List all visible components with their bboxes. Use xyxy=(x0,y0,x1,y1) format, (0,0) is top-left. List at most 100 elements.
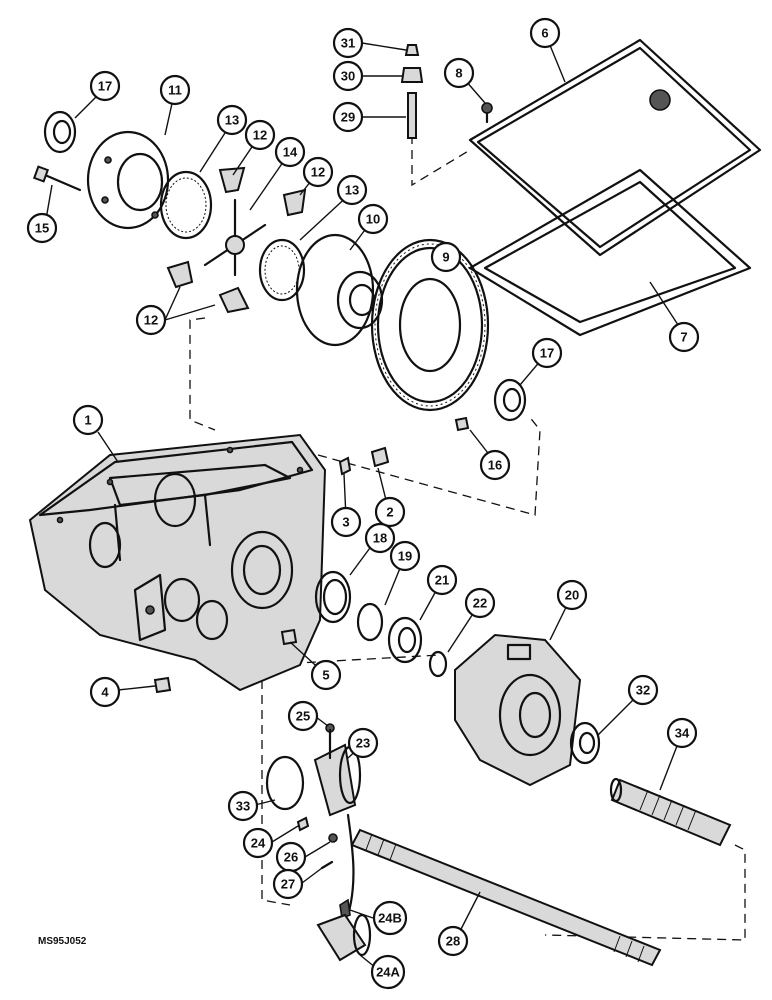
callout-13b: 13 xyxy=(336,174,368,206)
callout-label: 19 xyxy=(398,549,412,564)
bearing-race xyxy=(314,570,352,624)
ring-gear xyxy=(370,238,490,412)
transmission-housing xyxy=(28,433,327,692)
callout-label: 24B xyxy=(378,911,402,926)
callout-label: 1 xyxy=(84,413,91,428)
callout-2: 2 xyxy=(374,496,406,528)
callout-28: 28 xyxy=(437,925,469,957)
drain-plugs xyxy=(153,628,298,694)
callout-label: 34 xyxy=(675,726,690,741)
callout-8: 8 xyxy=(443,57,475,89)
callout-12b: 12 xyxy=(302,156,334,188)
callout-7: 7 xyxy=(668,321,700,353)
callout-label: 32 xyxy=(636,683,650,698)
small-fasteners xyxy=(296,816,338,870)
callout-label: 13 xyxy=(225,113,239,128)
callout-12c: 12 xyxy=(135,304,167,336)
retaining-ring xyxy=(265,755,305,811)
callout-17b: 17 xyxy=(531,337,563,369)
callout-label: 6 xyxy=(541,26,548,41)
callout-label: 4 xyxy=(101,685,109,700)
callout-label: 12 xyxy=(311,165,325,180)
coupler-sleeve-alt xyxy=(316,913,372,962)
callout-31: 31 xyxy=(332,27,364,59)
callout-label: 16 xyxy=(488,458,502,473)
callout-label: 24 xyxy=(251,836,266,851)
callout-label: 27 xyxy=(281,877,295,892)
callout-label: 30 xyxy=(341,69,355,84)
callout-label: 17 xyxy=(98,79,112,94)
callout-label: 20 xyxy=(565,588,579,603)
callout-12a: 12 xyxy=(244,119,276,151)
callout-15: 15 xyxy=(26,212,58,244)
callout-34: 34 xyxy=(666,717,698,749)
callout-label: 26 xyxy=(284,850,298,865)
axle-shaft xyxy=(609,777,732,847)
callout-21: 21 xyxy=(426,564,458,596)
bearing-left xyxy=(43,110,77,154)
gasket xyxy=(468,168,752,337)
callout-label: 9 xyxy=(442,250,449,265)
callout-label: 11 xyxy=(168,83,182,98)
callout-30: 30 xyxy=(332,60,364,92)
callout-label: 33 xyxy=(236,799,250,814)
callout-label: 7 xyxy=(680,330,687,345)
callout-27: 27 xyxy=(272,868,304,900)
callout-label: 23 xyxy=(356,736,370,751)
callout-label: 12 xyxy=(144,313,158,328)
callout-4: 4 xyxy=(89,676,121,708)
callout-14: 14 xyxy=(274,136,306,168)
nut xyxy=(454,416,470,432)
callout-label: 10 xyxy=(366,212,380,227)
callout-20: 20 xyxy=(556,579,588,611)
callout-label: 2 xyxy=(386,505,393,520)
assembly-guide-lines xyxy=(189,135,746,941)
callout-24a: 24A xyxy=(370,954,406,990)
spider-cross xyxy=(203,198,267,277)
coupler-sleeve xyxy=(313,743,362,817)
callout-label: 28 xyxy=(446,934,460,949)
differential-case xyxy=(295,233,384,347)
callout-1: 1 xyxy=(72,404,104,436)
callout-25: 25 xyxy=(287,700,319,732)
snap-ring xyxy=(356,602,384,642)
drawing-code: MS95J052 xyxy=(38,936,87,947)
callout-label: 13 xyxy=(345,183,359,198)
callout-18: 18 xyxy=(364,522,396,554)
callout-label: 3 xyxy=(342,515,349,530)
cover-screw xyxy=(481,102,493,124)
callout-10: 10 xyxy=(357,203,389,235)
callout-17a: 17 xyxy=(89,70,121,102)
callout-6: 6 xyxy=(529,17,561,49)
callout-16: 16 xyxy=(479,449,511,481)
oil-seal xyxy=(569,721,601,765)
callout-24: 24 xyxy=(242,827,274,859)
callout-label: 29 xyxy=(341,110,355,125)
callout-5: 5 xyxy=(310,659,342,691)
bearing-right xyxy=(493,378,527,422)
callout-label: 22 xyxy=(473,596,487,611)
callout-33: 33 xyxy=(227,790,259,822)
callout-26: 26 xyxy=(275,841,307,873)
stud-nut-plug xyxy=(400,44,424,139)
callout-24b: 24B xyxy=(372,900,408,936)
housing-bolt-nut xyxy=(338,446,390,476)
callout-32: 32 xyxy=(627,674,659,706)
callout-19: 19 xyxy=(389,540,421,572)
callout-label: 15 xyxy=(35,221,49,236)
callout-9: 9 xyxy=(430,241,462,273)
ball-bearing xyxy=(387,616,423,664)
callout-label: 17 xyxy=(540,346,554,361)
callout-label: 21 xyxy=(435,573,449,588)
callout-label: 18 xyxy=(373,531,387,546)
callout-29: 29 xyxy=(332,101,364,133)
bolt xyxy=(32,165,82,192)
callout-label: 25 xyxy=(296,709,310,724)
differential-case-flange xyxy=(86,130,170,230)
snap-ring-small xyxy=(428,650,448,678)
callout-label: 8 xyxy=(455,66,462,81)
pinion-gears xyxy=(166,166,307,314)
callout-23: 23 xyxy=(347,727,379,759)
axle-housing xyxy=(454,633,582,787)
